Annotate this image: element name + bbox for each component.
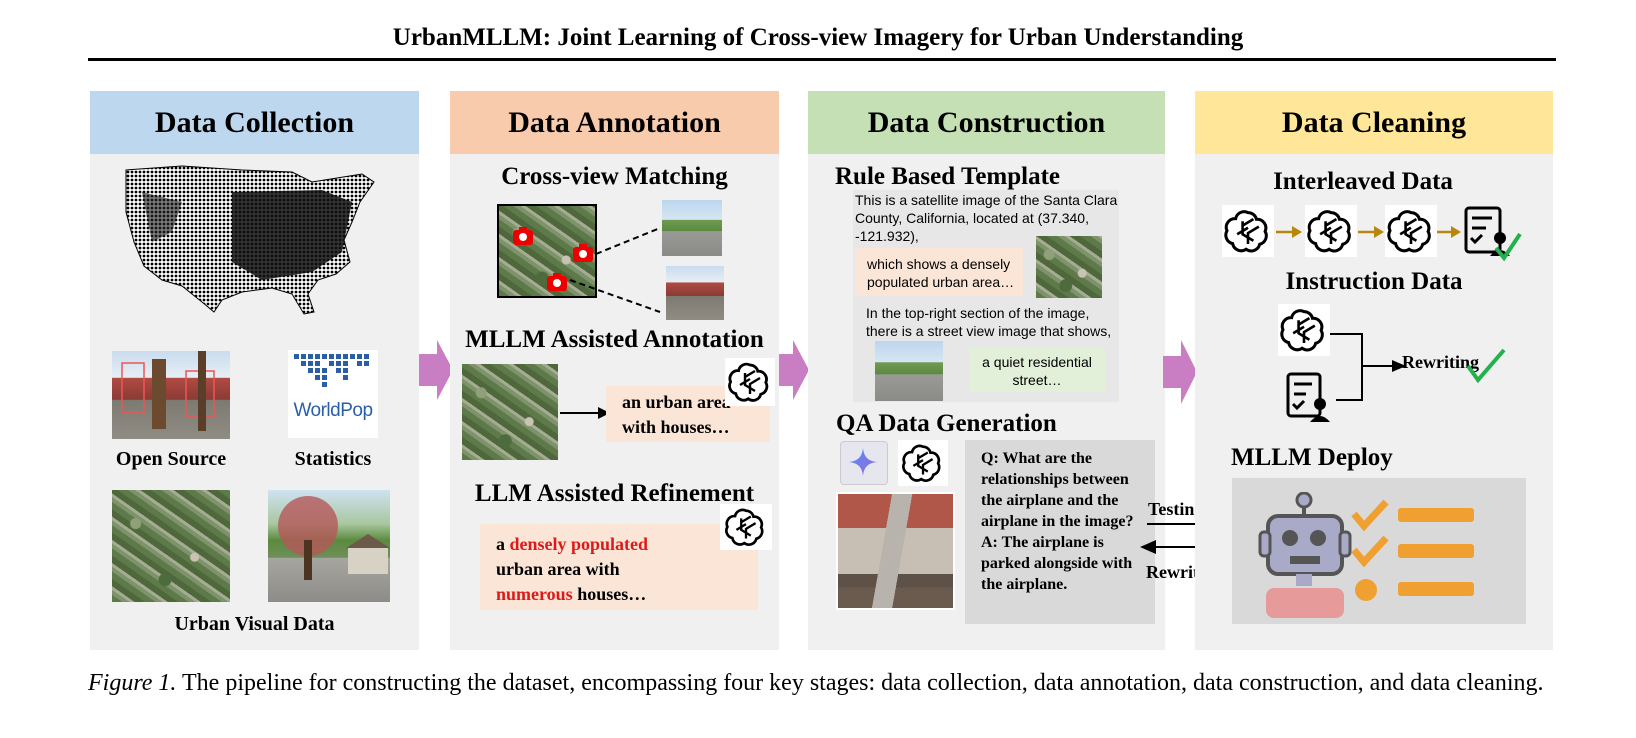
openai-logo-icon [1305,205,1357,257]
rule-box-2: a quiet residential street… [969,348,1105,392]
rule-satellite [1036,236,1102,298]
collection-heading: Data Collection [90,91,419,154]
qa-data-generation-title: QA Data Generation [836,410,1057,437]
mllm-output-text: an urban area with houses… [622,392,731,437]
open-source-photo [112,351,230,439]
camera-marker-icon [513,227,533,245]
matched-street-photo-2 [666,266,724,320]
rule-box-1: which shows a densely populated urban ar… [855,248,1023,296]
street-view-photo [268,490,390,602]
world-dot-map-icon [294,354,369,387]
construction-heading: Data Construction [808,91,1165,154]
matched-street-photo-1 [662,200,722,256]
refine-part-1: a [496,534,510,554]
figure-title: UrbanMLLM: Joint Learning of Cross-view … [392,24,1244,51]
worldpop-logo: WorldPop [288,350,378,438]
rule-box-1-text: which shows a densely populated urban ar… [867,256,1015,290]
chain-arrow-3 [1437,226,1461,238]
pipeline-arrow-2 [779,340,809,400]
annotation-heading: Data Annotation [450,91,779,154]
instruction-data-title: Instruction Data [1285,268,1463,295]
openai-logo-icon [898,440,948,486]
open-source-label: Open Source [115,448,227,470]
refine-part-densely: densely populated [509,534,649,554]
caption-label: Figure 1. [88,670,177,696]
check-list-icon [1351,499,1474,601]
qa-text: Q: What are the relationships between th… [981,450,1134,593]
rule-based-template-title: Rule Based Template [835,163,1061,190]
rule-box-2-text: a quiet residential street… [982,354,1092,388]
figure-caption: Figure 1. The pipeline for constructing … [88,668,1558,698]
us-map-icon [125,165,375,315]
rule-text-2: In the top-right section of the image, t… [866,305,1112,339]
rule-street-photo [875,341,943,401]
mllm-deploy-title: MLLM Deploy [1231,444,1393,471]
annotation-satellite [462,364,558,460]
refine-part-numerous: numerous [496,584,573,604]
testing-label: Testing [1148,499,1204,519]
checklist-person-icon [1286,372,1330,422]
robot-icon [1258,492,1352,618]
qa-text-box: Q: What are the relationships between th… [965,440,1155,624]
refine-part-5: houses… [572,584,647,604]
openai-logo-icon [1278,304,1330,356]
openai-logo-icon [1385,205,1437,257]
rule-text-1: This is a satellite image of the Santa C… [855,192,1118,244]
cleaning-heading: Data Cleaning [1195,91,1553,154]
caption-text: The pipeline for constructing the datase… [182,670,1544,696]
instruction-merge-lines [1330,333,1406,401]
checklist-person-icon [1464,206,1522,262]
annotation-arrow [560,407,610,419]
openai-logo-icon [720,504,772,550]
urban-visual-data-label: Urban Visual Data [174,613,335,635]
pipeline-arrow-1 [419,340,453,400]
chain-arrow-2 [1358,226,1384,238]
chain-arrow-1 [1276,226,1302,238]
refinement-box: a densely populated urban area with nume… [480,524,758,610]
camera-marker-icon [547,273,567,291]
title-rule [88,58,1556,61]
pipeline-arrow-3 [1163,340,1197,404]
gemini-star-icon [849,448,877,476]
instruction-rewriting-label: Rewriting [1402,352,1479,372]
matching-dashed-lines [569,227,661,313]
satellite-photo [112,490,230,602]
worldpop-logo-text: WorldPop [293,400,373,421]
interleaved-data-title: Interleaved Data [1273,168,1453,195]
openai-logo-icon [1222,205,1274,257]
llm-assisted-refinement-title: LLM Assisted Refinement [474,480,755,507]
statistics-label: Statistics [294,448,372,470]
cross-view-matching-title: Cross-view Matching [501,163,728,190]
mllm-assisted-annotation-title: MLLM Assisted Annotation [465,326,764,353]
check-mark-icon [1466,348,1506,384]
camera-marker-icon [573,244,593,262]
refine-part-3: urban area with [496,559,620,579]
openai-logo-icon [725,358,775,406]
qa-airport-photo [836,492,955,610]
refinement-text: a densely populated urban area with nume… [480,524,704,607]
